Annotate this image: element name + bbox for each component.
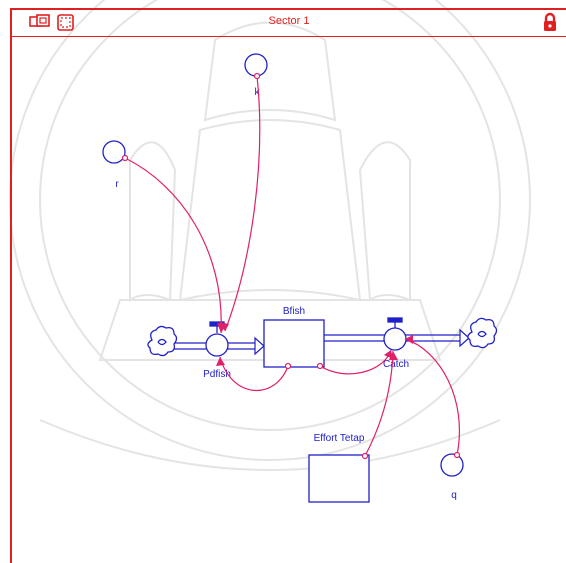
effort-tetap-label: Effort Tetap [314, 433, 365, 444]
bfish-label: Bfish [283, 306, 305, 317]
k-converter[interactable] [245, 54, 267, 76]
connector-bfish-to-catch[interactable] [320, 350, 391, 374]
connector-k-to-pdfish[interactable] [225, 76, 260, 331]
source-cloud[interactable] [148, 326, 177, 355]
pdfish-label: Pdfish [203, 369, 231, 380]
connector-r-to-pdfish[interactable] [125, 158, 221, 333]
connector-q-to-catch[interactable] [405, 339, 459, 455]
k-label: k [255, 87, 261, 98]
catch-label: Catch [383, 359, 409, 370]
connector-origins [123, 74, 460, 459]
q-label: q [451, 490, 457, 501]
sink-cloud[interactable] [468, 318, 497, 347]
r-label: r [115, 179, 119, 190]
catch-valve[interactable] [384, 318, 406, 350]
bfish-stock[interactable] [264, 320, 324, 367]
q-converter[interactable] [441, 454, 463, 476]
r-converter[interactable] [103, 141, 125, 163]
effort-tetap-stock[interactable] [309, 455, 369, 502]
